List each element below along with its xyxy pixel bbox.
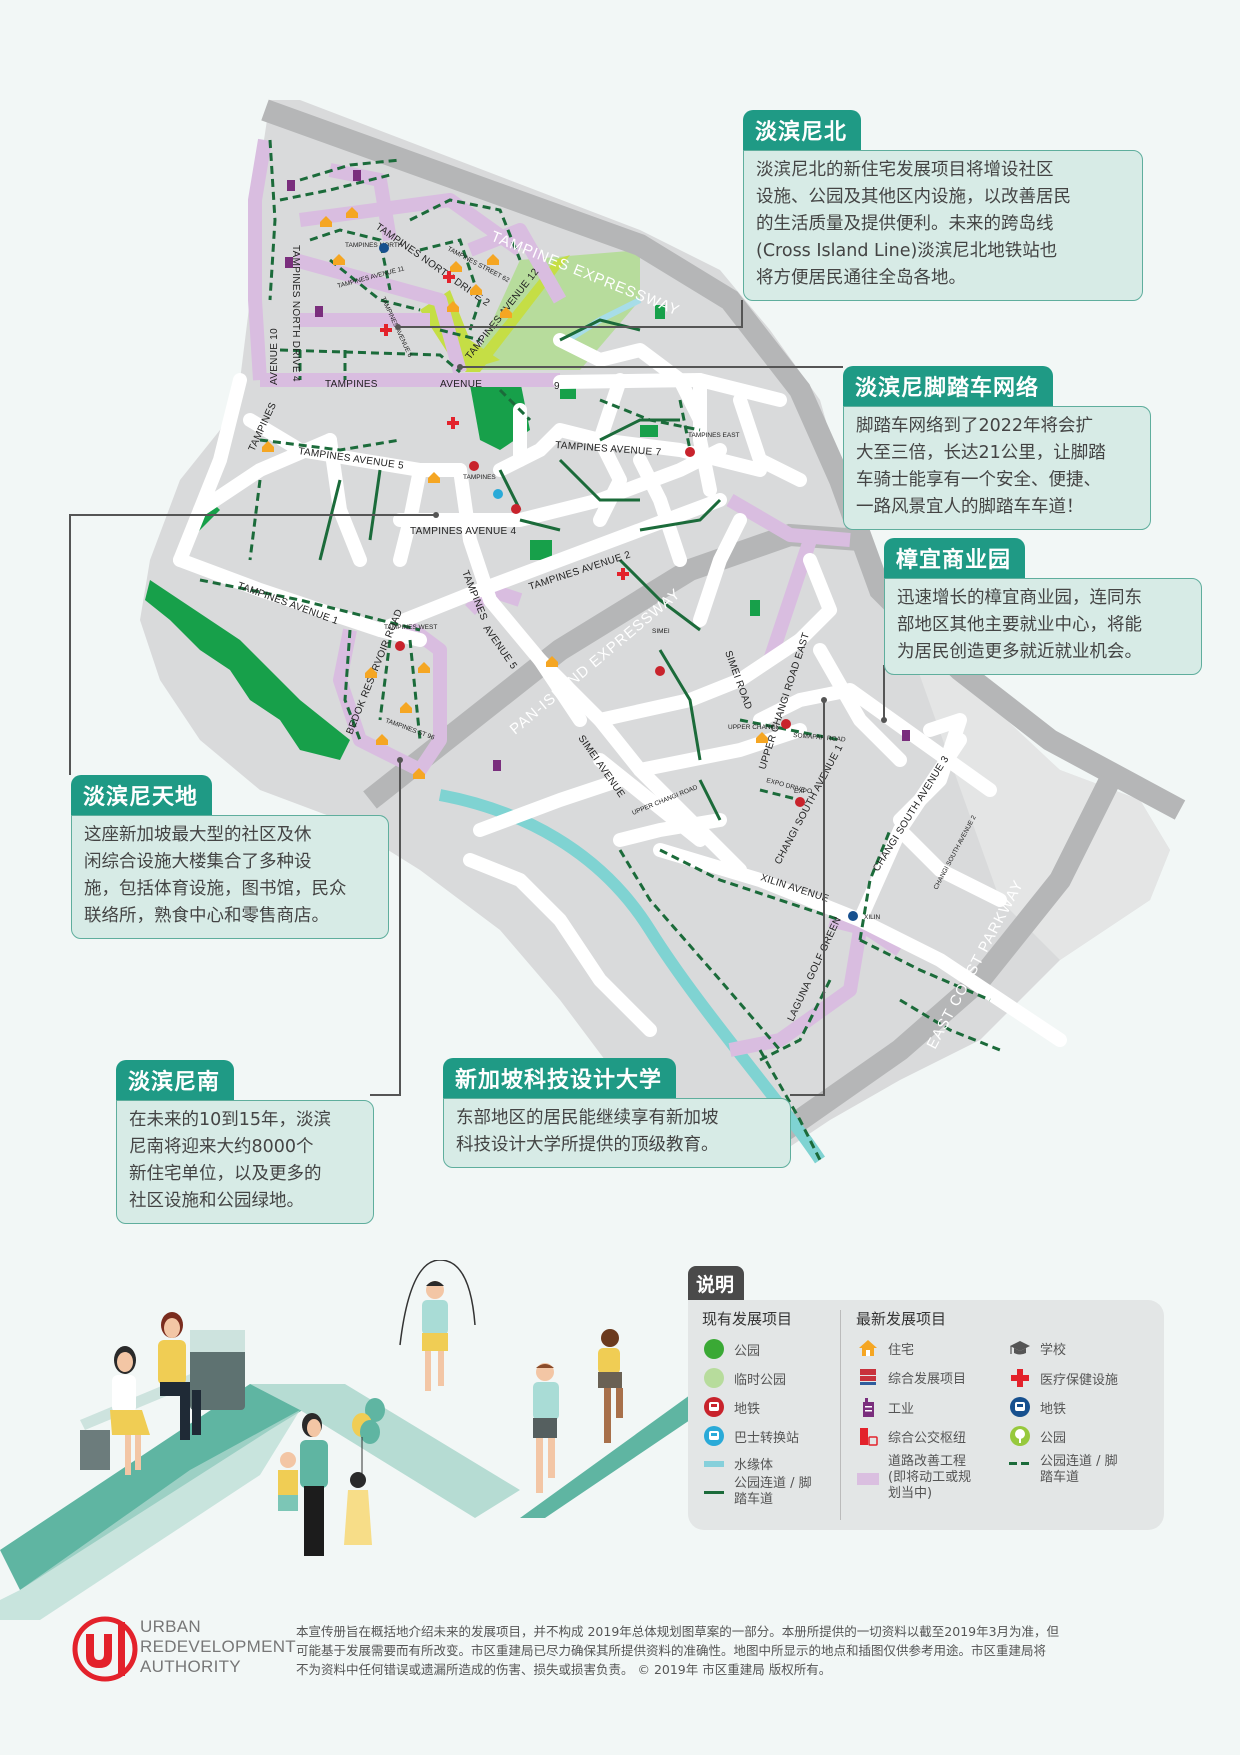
bus-interchange-icon — [700, 1425, 728, 1447]
mrt-new-icon — [848, 911, 858, 921]
planning-area-land — [140, 100, 1170, 1160]
label-somapah-road: SOMAPAH ROAD — [793, 732, 846, 744]
runner-man — [533, 1363, 559, 1493]
callout-title: 淡滨尼北 — [743, 110, 862, 150]
housing-icons — [262, 207, 768, 779]
label-station-upper-changi: UPPER CHANGI — [728, 724, 778, 731]
ura-wordmark: URBAN REDEVELOPMENT AUTHORITY — [140, 1617, 296, 1676]
waterbody-icon — [700, 1459, 728, 1469]
label-station-tampines-west: TAMPINES WEST — [384, 624, 437, 631]
label-station-xilin: XILIN — [864, 914, 881, 921]
ura-logo-icon — [72, 1616, 138, 1682]
legend-item-mrt: 地铁 — [700, 1396, 760, 1418]
legend-item-industry: 工业 — [854, 1396, 914, 1418]
label-tampines-avenue-4: TAMPINES AVENUE 4 — [410, 526, 517, 537]
callout-tampines-north: 淡滨尼北 淡滨尼北的新住宅发展项目将增设社区 设施、公园及其他区内设施，以改善居… — [743, 110, 1143, 301]
park-connector-solid-icon — [700, 1487, 728, 1497]
legend-item-park: 公园 — [700, 1338, 760, 1360]
family-with-balloons — [278, 1398, 385, 1556]
label-tampines-avenue-9-a: TAMPINES — [325, 379, 378, 390]
callout-body: 淡滨尼北的新住宅发展项目将增设社区 设施、公园及其他区内设施，以改善居民 的生活… — [743, 150, 1143, 301]
park-connectors-existing — [318, 318, 722, 821]
callout-title: 淡滨尼天地 — [71, 775, 213, 815]
disclaimer: 本宣传册旨在概括地介绍未来的发展项目，并不构成 2019年总体规划图草案的一部分… — [296, 1624, 1060, 1677]
person-jumping-rope — [399, 1260, 476, 1391]
park-connectors-new — [199, 139, 1001, 1161]
community-illustration — [0, 1260, 690, 1620]
legend-existing-title: 现有发展项目 — [702, 1310, 793, 1328]
callout-cycling-network: 淡滨尼脚踏车网络 脚踏车网络到了2022年将会扩 大至三倍，长达21公里，让脚踏… — [843, 366, 1151, 530]
legend-item-road-improvement: 道路改善工程 (即将动工或规 划当中) — [854, 1454, 971, 1502]
legend-item-park-new: 公园 — [1006, 1425, 1066, 1447]
label-station-expo: EXPO — [794, 788, 812, 795]
callout-body: 迅速增长的樟宜商业园，连同东 部地区其他主要就业中心，将能 为居民创造更多就近就… — [884, 578, 1202, 675]
callout-title: 淡滨尼南 — [116, 1060, 235, 1100]
callout-tampines-south: 淡滨尼南 在未来的10到15年，淡滨 尼南将迎来大约8000个 新住宅单位，以及… — [116, 1060, 374, 1224]
park-connector-dashed-icon — [1006, 1460, 1034, 1468]
label-station-simei: SIMEI — [652, 628, 670, 635]
callout-body: 东部地区的居民能继续享有新加坡 科技设计大学所提供的顶级教育。 — [443, 1098, 791, 1168]
legend-panel: 现有发展项目 最新发展项目 公园 临时公园 地铁 巴士转换站 水缘体 公园连道 … — [688, 1300, 1164, 1530]
legend-item-bus-interchange: 巴士转换站 — [700, 1425, 799, 1447]
legend-item-park-connector-new: 公园连道 / 脚踏车道 — [1006, 1454, 1120, 1486]
legend-new-title: 最新发展项目 — [856, 1310, 947, 1328]
callout-title: 淡滨尼脚踏车网络 — [843, 366, 1054, 406]
legend-divider — [840, 1310, 841, 1520]
temporary-park-circle-icon — [700, 1367, 728, 1389]
road-network — [173, 333, 1067, 1047]
bedok-reservoir-park — [145, 580, 350, 760]
callout-title: 新加坡科技设计大学 — [443, 1058, 677, 1098]
mixed-development-icon — [854, 1367, 882, 1387]
housing-icon — [854, 1338, 882, 1358]
legend-item-park-connector: 公园连道 / 脚踏车道 — [700, 1476, 814, 1508]
runner-woman — [598, 1329, 623, 1443]
school-icon — [1006, 1338, 1034, 1358]
legend-title: 说明 — [688, 1266, 745, 1300]
healthcare-icon — [1006, 1367, 1034, 1389]
planning-map: TAMPINES EXPRESSWAY PAN-ISLAND EXPRESSWA… — [69, 99, 1186, 1164]
healthcare-icons — [380, 271, 629, 580]
legend-item-housing: 住宅 — [854, 1338, 914, 1358]
label-tampines-avenue-9-c: 9 — [554, 381, 560, 392]
callout-title: 樟宜商业园 — [884, 538, 1026, 578]
legend-item-integrated-transport-hub: 综合公交枢纽 — [854, 1425, 966, 1447]
mrt-icon — [700, 1396, 728, 1418]
legend-item-mrt-new: 地铁 — [1006, 1396, 1066, 1418]
callout-sutd: 新加坡科技设计大学 东部地区的居民能继续享有新加坡 科技设计大学所提供的顶级教育… — [443, 1058, 791, 1168]
legend-item-healthcare: 医疗保健设施 — [1006, 1367, 1118, 1389]
park-tree-icon — [1006, 1425, 1034, 1447]
park-circle-icon — [700, 1338, 728, 1360]
legend-item-mixed-development: 综合发展项目 — [854, 1367, 966, 1387]
callout-leader-lines — [69, 300, 885, 1096]
person-sitting-woman — [110, 1346, 150, 1475]
callout-our-tampines-hub: 淡滨尼天地 这座新加坡最大型的社区及休 闲综合设施大楼集合了多种设 施，包括体育… — [71, 775, 389, 939]
label-tampines-north-drive-4: TAMPINES NORTH DRIVE 4 — [290, 245, 301, 382]
mrt-new-icon — [1006, 1396, 1034, 1418]
road-improvement-icon — [854, 1472, 882, 1486]
legend-item-waterbody: 水缘体 — [700, 1454, 773, 1473]
industry-icon — [854, 1396, 882, 1418]
label-avenue-10: AVENUE 10 — [269, 328, 280, 385]
label-station-tampines-north: TAMPINES NORTH — [345, 242, 403, 249]
industry-icons — [285, 170, 910, 771]
callout-body: 脚踏车网络到了2022年将会扩 大至三倍，长达21公里，让脚踏 车骑士能享有一个… — [843, 406, 1151, 530]
callout-body: 这座新加坡最大型的社区及休 闲综合设施大楼集合了多种设 施，包括体育设施，图书馆… — [71, 815, 389, 939]
legend: 说明 现有发展项目 最新发展项目 公园 临时公园 地铁 巴士转换站 水缘体 公园… — [688, 1266, 1164, 1530]
callout-changi-business-park: 樟宜商业园 迅速增长的樟宜商业园，连同东 部地区其他主要就业中心，将能 为居民创… — [884, 538, 1202, 675]
legend-item-temporary-park: 临时公园 — [700, 1367, 786, 1389]
integrated-transport-hub-icon — [854, 1425, 882, 1447]
label-station-tampines-east: TAMPINES EAST — [688, 432, 740, 439]
person-sitting-man — [158, 1312, 201, 1440]
bus-interchange-icon — [493, 489, 503, 499]
callout-body: 在未来的10到15年，淡滨 尼南将迎来大约8000个 新住宅单位，以及更多的 社… — [116, 1100, 374, 1224]
label-station-tampines: TAMPINES — [463, 474, 496, 481]
temporary-park-area — [470, 250, 640, 370]
mrt-station-icons — [395, 447, 805, 807]
legend-item-school: 学校 — [1006, 1338, 1066, 1358]
label-tampines-avenue-9-b: AVENUE — [440, 379, 482, 390]
mrt-new-icon — [379, 243, 389, 253]
tampines-expressway — [261, 99, 1186, 820]
